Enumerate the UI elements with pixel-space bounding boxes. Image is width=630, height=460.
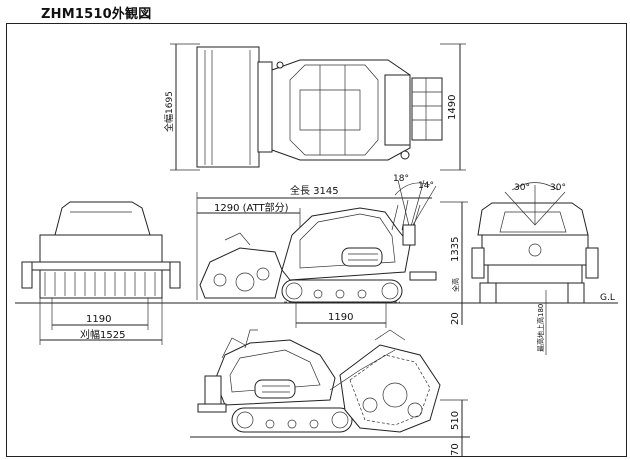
rear-view-angle-right-label: 30° [550, 183, 566, 193]
side-view-total-length-label: 全長 3145 [290, 184, 339, 197]
side-view-clearance-label: 20 [450, 312, 461, 325]
top-view-operator-step [411, 77, 443, 141]
front-view: 1190 刈幅1525 [15, 201, 190, 345]
side-view-height-prefix-label: 全高 [451, 278, 460, 292]
lift-view-lifted-mower [339, 344, 441, 433]
lift-view-body [214, 339, 336, 406]
front-view-total-width-label: 刈幅1525 [80, 328, 125, 341]
rear-view-hood [477, 202, 589, 236]
side-view-angle-a-label: 18° [393, 174, 409, 184]
side-view: 全長 3145 1290 (ATT部分) 18° 14° [190, 174, 470, 328]
rear-view-angle-left-label: 30° [514, 183, 530, 193]
lift-view-height-label: 510 [450, 411, 461, 430]
lift-view: 510 70 [190, 329, 470, 456]
front-view-deck [39, 234, 163, 266]
top-view-length-label: 1490 [447, 95, 458, 120]
top-view-width-label: 全幅1695 [163, 91, 175, 132]
front-view-hood [54, 201, 151, 236]
side-view-mower-unit [199, 247, 283, 299]
side-view-body [281, 207, 411, 281]
lift-view-bottom-label: 70 [450, 443, 461, 456]
page-title: ZHM1510外観図 [41, 7, 152, 22]
top-view-mower-deck [196, 46, 260, 168]
front-view-track-width-label: 1190 [86, 314, 111, 325]
side-view-att-length-label: 1290 (ATT部分) [214, 201, 289, 214]
top-view: 全幅1695 1490 [163, 43, 466, 171]
rear-view: 30° 30° G.L 最高地上高180 [470, 182, 618, 355]
rear-view-lift-label: 最高地上高180 [536, 304, 545, 352]
side-view-track [281, 279, 403, 303]
drawing-frame [6, 23, 627, 457]
side-view-angle-b-label: 14° [418, 181, 434, 191]
side-view-track-length-label: 1190 [328, 312, 353, 323]
rear-view-ground-label: G.L [600, 293, 615, 303]
side-view-height-label: 1335 [450, 237, 461, 262]
top-view-body [271, 59, 411, 161]
